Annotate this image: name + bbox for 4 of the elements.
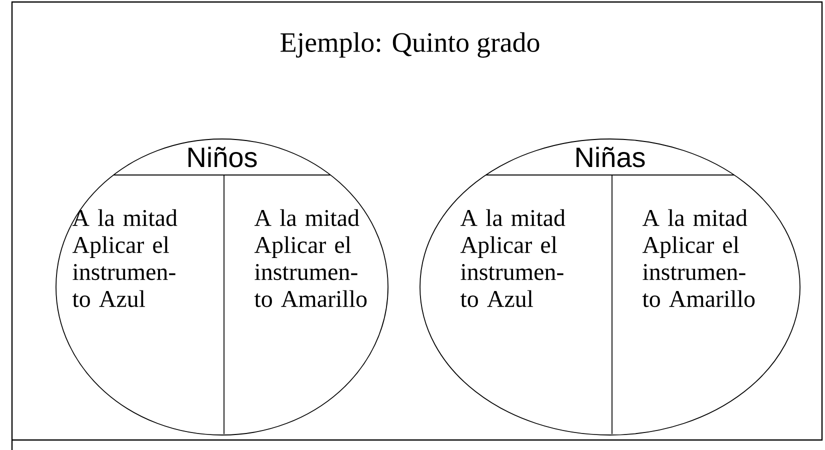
- cell-text: A la mitad Aplicar el instrumen- to Azul: [460, 209, 566, 308]
- cell-text: A la mitad Aplicar el instrumen- to Amarillo: [642, 209, 755, 308]
- cell-text: A la mitad Aplicar el instrumen- to Amarillo: [254, 209, 367, 308]
- title: Ejemplo: Quinto grado: [280, 32, 540, 58]
